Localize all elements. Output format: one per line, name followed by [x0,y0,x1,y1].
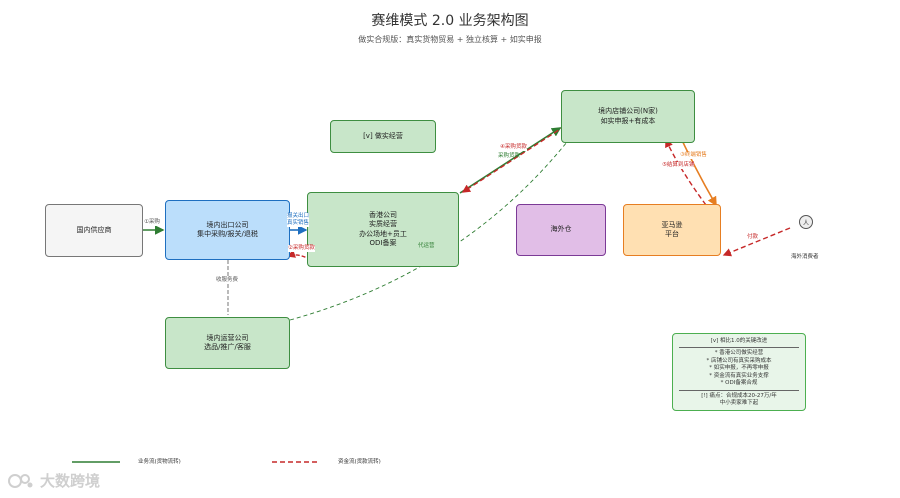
ops-company-node: 境内运营公司 选品/推广/客服 [165,317,290,369]
edge-label-customs-2: 真实销售 [287,220,310,227]
improvement-note: [v] 相比1.0的关键改进 * 香港公司做实经营 * 店铺公司有真实采购成本 … [672,333,806,411]
hk-company-node: 香港公司 实质经营 办公场地+员工 ODI备案 [307,192,459,267]
consumer-icon: 人 [799,215,813,229]
edge-label-customs: 报关出口 真实销售 [287,213,310,228]
store-company-line-2: 如实申报+有成本 [600,116,656,125]
hk-company-line-1: 香港公司 [369,210,397,219]
overseas-warehouse-label: 海外仓 [550,225,572,234]
store-company-node: 境内店铺公司(N家) 如实申报+有成本 [561,90,695,143]
edge-label-store-payment: ④采购货款 [500,144,527,152]
edge-label-settlement: ⑤结算到店铺 [662,162,695,170]
diagram-title: 赛维模式 2.0 业务架构图 [371,13,529,29]
edge-hk-to-store [459,127,562,194]
hk-company-line-3: 办公场地+员工 [359,229,407,238]
note-heading: [v] 相比1.0的关键改进 [710,338,768,344]
edge-label-entrusted-sales: ③终端销售 [680,152,707,160]
consumer-label: 海外消费者 [791,254,819,260]
hk-company-line-4: ODI备案 [369,238,397,247]
edge-store-payment [461,125,566,193]
edge-label-customs-1: 报关出口 [287,213,310,219]
note-item-1: * 香港公司做实经营 [714,350,764,357]
export-company-line-1: 境内出口公司 [206,220,249,229]
edge-label-service-fee: 收服务费 [216,277,239,285]
domestic-supplier-label: 国内供应商 [76,225,112,234]
note-item-4: * 资金流有真实业务支撑 [709,372,769,379]
substantive-tag-label: [v] 做实经营 [363,131,403,140]
diagram-subtitle: 做实合规版：真实货物贸易 + 独立核算 + 如实申报 [358,35,542,44]
note-item-3: * 如实申报，不再零申报 [709,365,769,372]
export-company-line-2: 集中采购/报关/退税 [197,230,258,238]
overseas-warehouse-node: 海外仓 [516,204,606,256]
substantive-tag-node: [v] 做实经营 [330,120,436,153]
export-company-node: 境内出口公司 集中采购/报关/退税 [165,200,290,260]
edge-label-payment: 付款 [747,234,759,240]
legend-fund-label: 资金流(货款流转) [338,459,381,465]
store-company-line-1: 境内店铺公司(N家) [598,107,658,116]
amazon-line-2: 平台 [665,230,679,238]
watermark: 大数跨境 [8,470,100,491]
hk-agent-tag: 代运营 [418,243,435,249]
edge-label-purchase-payment: ②采购货款 [288,245,315,253]
watermark-text: 大数跨境 [40,472,101,490]
note-item-5: * ODI备案合规 [720,380,758,387]
note-drawback-2: 中小卖家难下起 [719,399,759,406]
ops-company-line-2: 选品/推广/客服 [204,343,251,351]
note-drawback-1: [!] 痛点：合规成本20-27万/年 [701,392,777,399]
edge-label-purchase: ①采购 [144,219,160,227]
note-item-2: * 店铺公司有真实采购成本 [706,357,772,364]
ops-company-line-1: 境内运营公司 [206,333,249,342]
edge-consumer-payment [722,227,791,257]
watermark-logo-icon [8,473,34,489]
edge-settlement [665,138,707,206]
domestic-supplier-node: 国内供应商 [45,204,143,257]
edge-label-store-payment-sub: 采购货款 [498,153,521,159]
amazon-line-1: 亚马逊 [661,220,683,229]
legend-business-label: 业务流(货物流转) [138,459,181,465]
amazon-node: 亚马逊 平台 [623,204,721,256]
hk-company-line-2: 实质经营 [369,220,397,229]
